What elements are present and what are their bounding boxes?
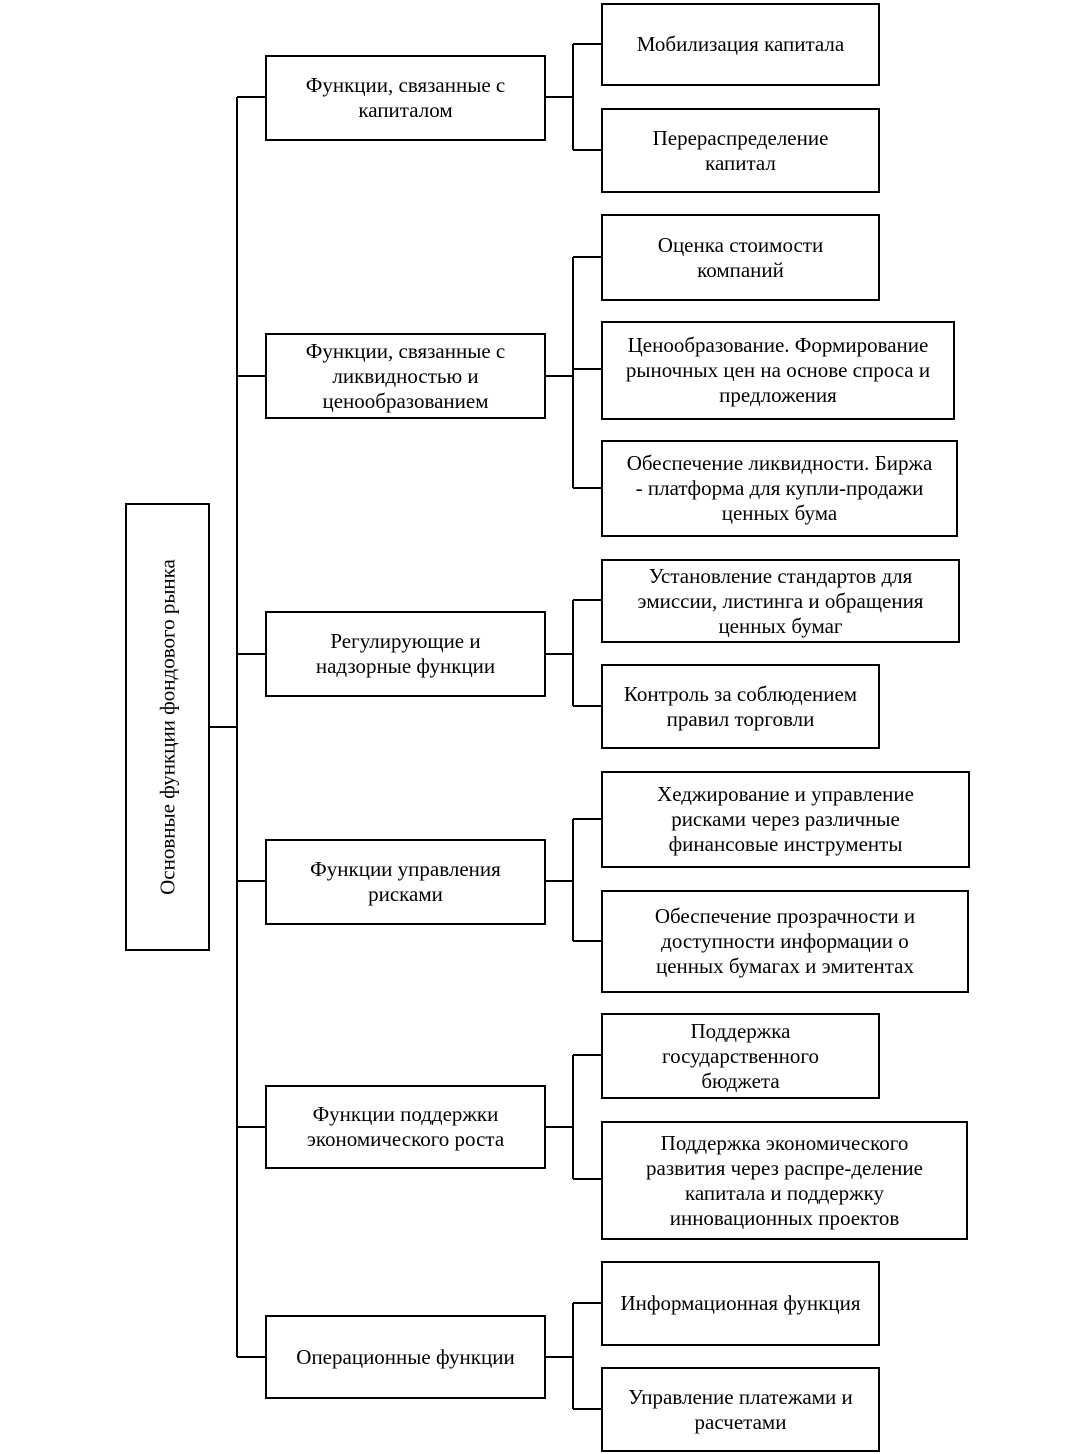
item-label: Перераспределение капитал <box>652 125 829 175</box>
item-label: Мобилизация капитала <box>636 32 845 56</box>
group-risk-management: Функции управления рисками <box>265 839 546 925</box>
item-label: Обеспечение ликвидности. Биржа - платфор… <box>626 451 933 525</box>
item-label: Информационная функция <box>620 1291 861 1315</box>
item-label: Обеспечение прозрачности и доступности и… <box>654 904 916 978</box>
item-label: Поддержка государственного бюджета <box>661 1018 820 1093</box>
item-information-function: Информационная функция <box>601 1261 880 1346</box>
item-standards: Установление стандартов для эмиссии, лис… <box>601 559 960 643</box>
group-label: Функции, связанные с капиталом <box>305 73 506 122</box>
item-economic-development: Поддержка экономического развития через … <box>601 1121 968 1240</box>
item-capital-mobilization: Мобилизация капитала <box>601 3 880 86</box>
item-trading-control: Контроль за соблюдением правил торговли <box>601 664 880 749</box>
item-payments-settlements: Управление платежами и расчетами <box>601 1367 880 1452</box>
item-label: Установление стандартов для эмиссии, лис… <box>637 563 924 638</box>
group-liquidity-pricing: Функции, связанные с ликвидностью и цено… <box>265 333 546 419</box>
item-transparency: Обеспечение прозрачности и доступности и… <box>601 890 969 993</box>
item-label: Управление платежами и расчетами <box>628 1384 853 1434</box>
item-hedging: Хеджирование и управление рисками через … <box>601 771 970 868</box>
item-label: Хеджирование и управление рисками через … <box>657 782 914 856</box>
item-state-budget: Поддержка государственного бюджета <box>601 1013 880 1099</box>
root-label: Основные функции фондового рынка <box>155 559 179 895</box>
item-capital-redistribution: Перераспределение капитал <box>601 108 880 193</box>
root-node: Основные функции фондового рынка <box>125 503 210 951</box>
group-capital: Функции, связанные с капиталом <box>265 55 546 141</box>
group-regulatory: Регулирующие и надзорные функции <box>265 611 546 697</box>
group-label: Функции, связанные с ликвидностью и цено… <box>305 338 506 413</box>
group-operational: Операционные функции <box>265 1315 546 1399</box>
item-price-formation: Ценообразование. Формирование рыночных ц… <box>601 321 955 420</box>
item-label: Поддержка экономического развития через … <box>646 1130 923 1230</box>
group-label: Функции управления рисками <box>310 857 501 906</box>
group-label: Регулирующие и надзорные функции <box>315 629 496 678</box>
group-label: Функции поддержки экономического роста <box>306 1102 505 1151</box>
item-label: Ценообразование. Формирование рыночных ц… <box>625 333 931 407</box>
group-label: Операционные функции <box>296 1344 515 1369</box>
item-liquidity-provision: Обеспечение ликвидности. Биржа - платфор… <box>601 440 958 537</box>
group-economic-growth: Функции поддержки экономического роста <box>265 1085 546 1169</box>
item-label: Оценка стоимости компаний <box>657 232 824 282</box>
item-company-valuation: Оценка стоимости компаний <box>601 214 880 301</box>
item-label: Контроль за соблюдением правил торговли <box>623 681 858 731</box>
